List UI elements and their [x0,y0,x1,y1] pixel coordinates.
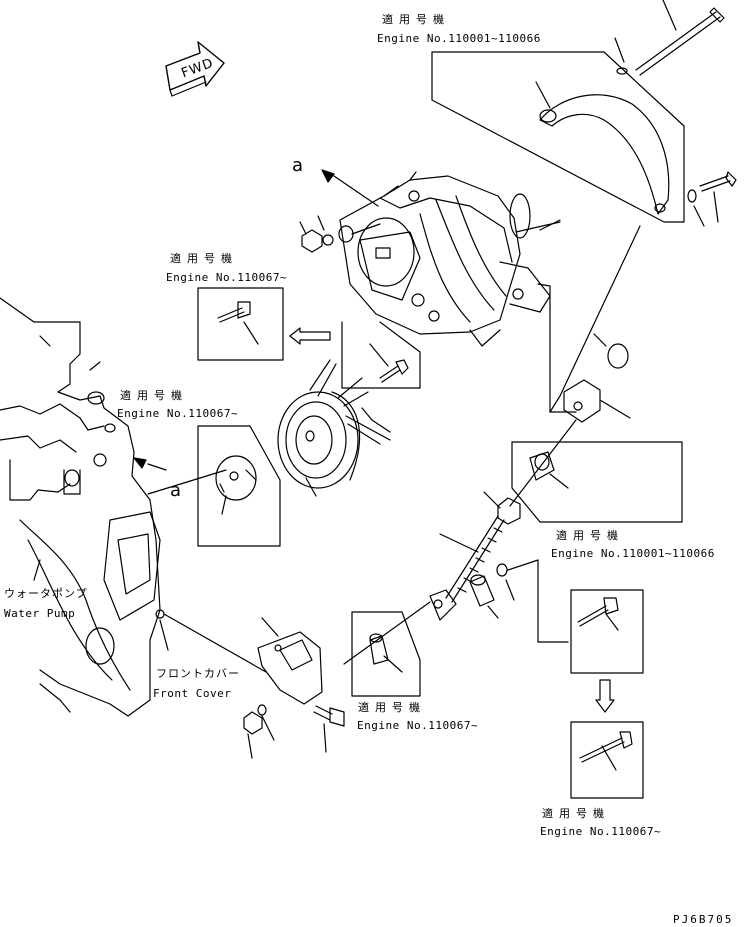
spacer-left [215,455,257,515]
bolt-lower-new [579,731,633,771]
arrow-a-upper-icon [321,169,335,183]
alternator [339,171,561,347]
nut-middle [483,491,521,525]
applicability-engine-lower-center: Engine No.110067~ [357,719,479,732]
applicability-jp-middle-right: 適用号機 [556,529,624,542]
spacer-lower [369,633,403,673]
applicability-engine-middle-left: Engine No.110067~ [117,407,239,420]
side-bolt [687,171,737,227]
applicability-jp-middle-left: 適用号機 [120,389,188,402]
applicability-jp-lower-right: 適用号機 [542,807,610,820]
long-bolt [614,0,725,76]
bolt-lower [313,705,345,753]
front-cover-jp: フロントカバー [156,667,240,680]
applicability-engine-lower-right: Engine No.110067~ [540,825,662,838]
water-pump-jp: ウォータポンプ [4,587,88,600]
applicability-engine-top: Engine No.110001~110066 [377,32,541,45]
callout-a-upper: a [292,155,304,176]
frame-bolt-lower-old [570,589,644,674]
adjusting-rod [429,515,505,621]
bolt-old [369,343,409,383]
frame-sleeve-right [511,441,683,523]
sleeve-upper [593,333,629,369]
arrow-left-icon [289,327,331,345]
block-connector [509,379,631,507]
nut-washer-upper [299,215,381,253]
applicability-jp-upper-left: 適用号機 [170,252,238,265]
applicability-engine-middle-right: Engine No.110001~110066 [551,547,715,560]
sleeve-right [529,451,569,489]
arrow-down-icon [595,679,615,713]
front-cover-en: Front Cover [153,687,232,700]
curved-bracket [535,81,670,231]
frame-bolt-old [341,321,421,389]
frame-spacer-lower [351,611,421,697]
frame-bolt-new [197,287,284,361]
water-pump-en: Water Pump [4,607,76,620]
nut-washer-lower [243,704,275,759]
frame-spacer-left [197,425,281,547]
adjusting-bracket [257,617,323,705]
applicability-engine-upper-left: Engine No.110067~ [166,271,288,284]
front-cover [0,297,165,717]
drawing-code: PJ6B705 [673,913,734,926]
callout-a-lower: a [170,480,182,501]
bolt-lower-old [577,597,619,631]
spacer-washer-lower [469,563,515,619]
applicability-jp-top: 適用号機 [382,13,450,26]
applicability-jp-lower-center: 適用号機 [358,701,426,714]
frame-upper-right [431,51,685,223]
bolt-new [217,301,259,345]
fwd-arrow-icon [165,41,225,97]
frame-bolt-lower-new [570,721,644,799]
arrow-a-lower-icon [133,457,147,469]
pulley [277,359,391,497]
